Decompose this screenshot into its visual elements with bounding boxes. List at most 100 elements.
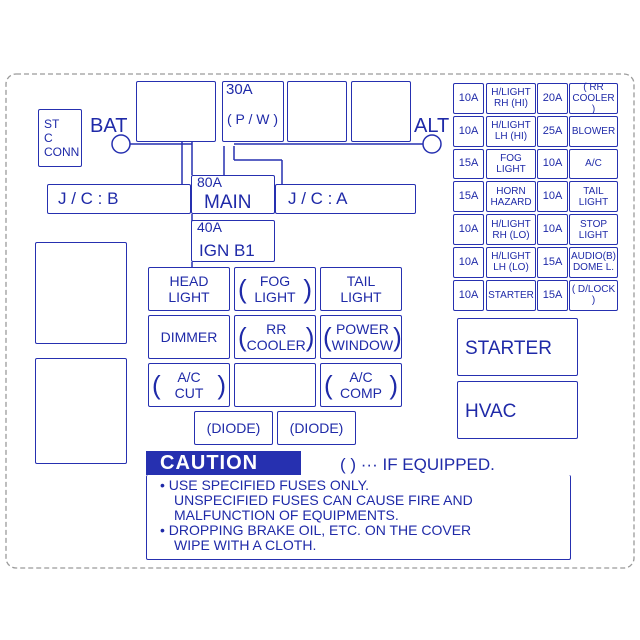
fuse-amp-right: 20A xyxy=(537,83,568,114)
rr-cooler-line-1: RR xyxy=(266,321,287,337)
jc-b-label: J / C : B xyxy=(58,189,119,208)
fuse-name-right-text: LIGHT xyxy=(578,229,609,241)
fuse-name-right: BLOWER xyxy=(569,115,618,147)
fog-light-line-2: LIGHT xyxy=(254,289,296,305)
top-fuse-4 xyxy=(351,81,411,142)
fuse-amp-right-text: 10A xyxy=(542,190,563,203)
diode-1: (DIODE) xyxy=(194,411,273,445)
fuse-name-left-text: LH (HI) xyxy=(494,131,528,143)
alt-terminal-label: ALT xyxy=(414,115,450,137)
fuse-name-right: AUDIO(B)DOME L. xyxy=(569,247,618,278)
fuse-name-right-text: AUDIO(B) xyxy=(571,251,616,263)
fuse-amp-right-text: 15A xyxy=(542,255,563,268)
fuse-amp-right-text: 15A xyxy=(542,288,563,301)
jc-a-bar xyxy=(275,184,416,214)
fuse-name-left-text: HAZARD xyxy=(490,196,532,208)
caution-box xyxy=(146,475,571,560)
main-fuse-amp: 80A xyxy=(197,174,222,190)
fuse-amp-left-text: 10A xyxy=(458,91,479,104)
st-conn-line-2: C xyxy=(44,131,53,145)
main-fuse xyxy=(191,175,275,214)
fuse-amp-left: 10A xyxy=(453,115,484,147)
head-light-relay: HEAD LIGHT xyxy=(148,267,230,311)
fuse-amp-left: 15A xyxy=(453,148,484,180)
top-fuse-1 xyxy=(136,81,216,142)
fuse-name-right-text: LIGHT xyxy=(578,196,609,208)
dimmer-relay: DIMMER xyxy=(148,315,230,359)
fuse-name-right: ( D/LOCK ) xyxy=(569,279,618,311)
fuse-name-right-text: BLOWER xyxy=(571,125,616,137)
diode-2: (DIODE) xyxy=(277,411,356,445)
fuse-name-left-text: H/LIGHT xyxy=(491,218,531,230)
caution-line-5: WIPE WITH A CLOTH. xyxy=(174,537,317,553)
tail-light-relay: TAIL LIGHT xyxy=(320,267,402,311)
fuse-name-left-text: H/LIGHT xyxy=(491,120,531,132)
caution-title: CAUTION xyxy=(146,451,301,475)
fuse-amp-left: 10A xyxy=(453,247,484,278)
fuse-name-right-text: DOME L. xyxy=(572,262,615,274)
ac-comp-line-2: COMP xyxy=(340,385,382,401)
blank-relay-center xyxy=(234,363,316,407)
diode-1-label: (DIODE) xyxy=(206,420,261,436)
fuse-name-left-text: H/LIGHT xyxy=(491,87,531,99)
hvac-relay xyxy=(457,381,578,439)
fuse-name-left-text: LH (LO) xyxy=(493,262,529,274)
hvac-label: HVAC xyxy=(465,401,517,422)
fuse-amp-left: 10A xyxy=(453,214,484,245)
fuse-name-left-text: RH (HI) xyxy=(494,98,528,110)
p-w-amp: 30A xyxy=(226,81,253,98)
starter-label: STARTER xyxy=(465,338,552,359)
fuse-name-left-text: HORN xyxy=(496,185,526,197)
fuse-amp-right-text: 25A xyxy=(542,124,563,137)
caution-line-4: • DROPPING BRAKE OIL, ETC. ON THE COVER xyxy=(160,522,472,538)
if-equipped-note: ( ) ··· IF EQUIPPED. xyxy=(340,455,495,474)
power-window-line-2: WINDOW xyxy=(331,337,394,353)
fuse-amp-right: 15A xyxy=(537,247,568,278)
left-blank-relay-1 xyxy=(35,242,127,344)
caution-line-3: MALFUNCTION OF EQUIPMENTS. xyxy=(174,507,399,523)
fuse-name-right-text: ( RR COOLER ) xyxy=(572,81,615,115)
main-fuse-label: MAIN xyxy=(204,192,252,213)
fuse-amp-right: 10A xyxy=(537,214,568,245)
top-fuse-p-w xyxy=(222,81,284,142)
fuse-name-left-text: FOG xyxy=(500,152,522,164)
left-blank-relay-2 xyxy=(35,358,127,464)
fuse-amp-left-text: 10A xyxy=(458,223,479,236)
diode-2-label: (DIODE) xyxy=(289,420,344,436)
st-conn-line-1: ST xyxy=(44,117,60,131)
fuse-name-left-text: H/LIGHT xyxy=(491,251,531,263)
p-w-label: ( P / W ) xyxy=(227,111,279,127)
fuse-name-left-text: STARTER xyxy=(488,289,534,301)
fuse-name-left-text: LIGHT xyxy=(496,163,526,175)
power-window-line-1: POWER xyxy=(335,321,389,337)
ign-fuse-amp: 40A xyxy=(197,219,222,235)
fuse-amp-right-text: 10A xyxy=(542,157,563,170)
head-light-line-1: HEAD xyxy=(169,273,209,289)
fuse-name-right-text: STOP xyxy=(579,218,608,230)
fuse-amp-right-text: 20A xyxy=(542,91,563,104)
caution-line-1: • USE SPECIFIED FUSES ONLY. xyxy=(160,477,369,493)
fuse-name-left: STARTER xyxy=(486,279,536,311)
fuse-amp-right: 10A xyxy=(537,181,568,213)
st-conn-line-3: CONN xyxy=(44,145,80,159)
fuse-amp-left: 15A xyxy=(453,181,484,213)
ign-b1-fuse xyxy=(191,220,275,262)
fuse-amp-right: 10A xyxy=(537,148,568,180)
top-fuse-3 xyxy=(287,81,347,142)
fuse-amp-right-text: 10A xyxy=(542,223,563,236)
fuse-name-right-text: TAIL xyxy=(583,185,604,197)
fuse-name-right-text: ( D/LOCK ) xyxy=(571,284,616,307)
starter-relay xyxy=(457,318,578,376)
tail-light-line-1: TAIL xyxy=(346,273,376,289)
fuse-amp-left: 10A xyxy=(453,83,484,114)
fuse-amp-left-text: 15A xyxy=(458,157,479,170)
fuse-amp-left: 10A xyxy=(453,279,484,311)
